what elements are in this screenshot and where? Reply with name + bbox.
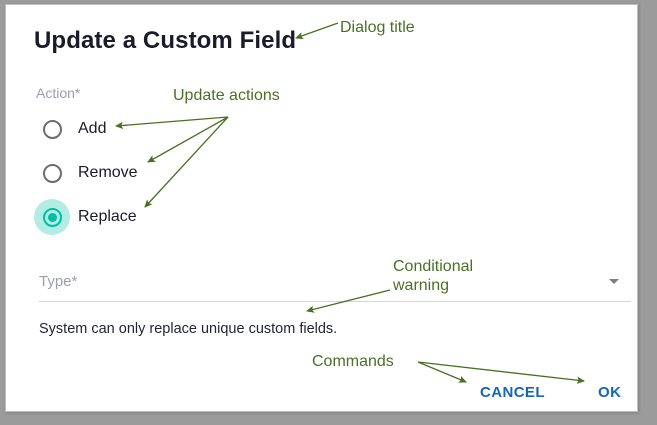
update-custom-field-dialog: Update a Custom Field Action* Add Remove [5,4,638,412]
radio-label-replace: Replace [78,208,137,225]
annotation-conditional-warning-line2: warning [393,277,450,294]
radio-label-add: Add [78,120,107,137]
chevron-down-icon[interactable] [609,279,619,284]
ok-button[interactable]: OK [598,384,622,401]
type-select[interactable]: Type* [39,267,631,302]
cancel-button[interactable]: CANCEL [480,384,545,401]
radio-circle-icon [42,119,62,139]
radio-option-remove[interactable]: Remove [34,155,138,191]
radio-dot-icon [47,212,57,222]
radio-circle-icon [42,163,62,183]
radio-button-add[interactable] [34,111,70,147]
annotation-dialog-title: Dialog title [340,19,415,36]
annotation-conditional-warning-line1: Conditional [393,258,474,275]
radio-circle-selected-icon [42,207,62,227]
action-group-label: Action* [36,85,81,101]
radio-button-remove[interactable] [34,155,70,191]
annotation-commands: Commands [312,353,394,370]
radio-label-remove: Remove [78,164,138,181]
type-select-label: Type* [39,273,78,290]
type-select-underline [39,301,631,302]
annotation-conditional-warning: Conditional warning [393,257,473,295]
conditional-warning-text: System can only replace unique custom fi… [39,321,338,337]
radio-button-replace[interactable] [34,199,70,235]
annotation-update-actions: Update actions [173,87,280,104]
radio-option-add[interactable]: Add [34,111,106,147]
page-title: Update a Custom Field [34,27,297,54]
radio-option-replace[interactable]: Replace [34,199,137,235]
